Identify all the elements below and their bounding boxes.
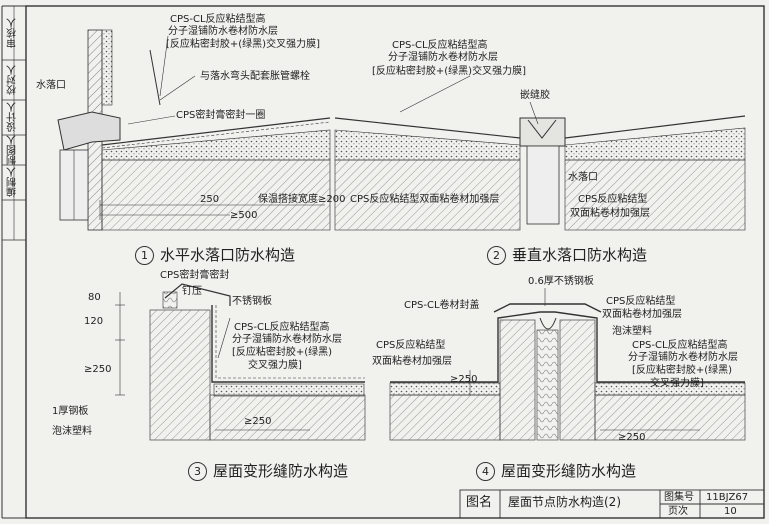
detail-2-title: 垂直水落口防水构造 — [512, 246, 648, 264]
d3-seal-label: CPS密封膏密封 — [160, 270, 230, 281]
d1-dim-500: ≥500 — [230, 210, 258, 221]
detail-1-title: 水平水落口防水构造 — [160, 246, 296, 264]
d1-lap-label: 保温搭接宽度≥200 — [258, 194, 346, 205]
page-label: 页次 — [668, 506, 688, 517]
title-block — [459, 489, 765, 519]
detail-3-drawing — [115, 283, 366, 441]
d4-dim-250h: ≥250 — [618, 432, 646, 443]
sidebar-item-4: 编制人 — [7, 167, 19, 198]
figname-value: 屋面节点防水构造(2) — [508, 495, 621, 509]
detail-1-drawing — [57, 29, 331, 231]
d2-right-2: 双面粘卷材加强层 — [570, 208, 650, 219]
d4-left-2: 双面粘卷材加强层 — [372, 356, 452, 367]
d2-label-1: CPS-CL反应粘结型高 — [392, 40, 488, 51]
detail-4-drawing — [389, 288, 746, 441]
detail-1-caption: 1 水平水落口防水构造 — [135, 246, 295, 265]
d3-label-3: [反应粘密封胶+(绿黑) — [232, 347, 333, 358]
d2-label-2: 分子湿铺防水卷材防水层 — [388, 52, 498, 63]
d4-cover-label: CPS-CL卷材封盖 — [404, 300, 480, 311]
detail-3-title: 屋面变形缝防水构造 — [213, 462, 349, 480]
detail-4-title: 屋面变形缝防水构造 — [501, 462, 637, 480]
detail-1-number: 1 — [135, 246, 154, 265]
d4-steel-label: 0.6厚不锈钢板 — [528, 276, 594, 287]
atlas-value: 11BJZ67 — [706, 492, 749, 503]
detail-2-caption: 2 垂直水落口防水构造 — [487, 246, 647, 265]
d1-drain-label: 水落口 — [36, 80, 66, 91]
detail-3-number: 3 — [188, 462, 207, 481]
d3-nail-label: 钉压 — [182, 286, 202, 297]
detail-4-caption: 4 屋面变形缝防水构造 — [476, 462, 636, 481]
sheet-border — [25, 5, 765, 519]
d3-foam-label: 泡沫塑料 — [52, 426, 92, 437]
d4-right-2: 双面粘卷材加强层 — [602, 309, 682, 320]
d1-label-2: 分子湿铺防水卷材防水层 — [168, 26, 278, 37]
d4-mem-2: 分子湿铺防水卷材防水层 — [628, 352, 738, 363]
atlas-label: 图集号 — [664, 492, 694, 503]
sidebar-item-2: 设计人 — [7, 102, 19, 133]
figname-label: 图名 — [466, 495, 493, 510]
d3-dim-80: 80 — [88, 292, 101, 303]
detail-3-caption: 3 屋面变形缝防水构造 — [188, 462, 348, 481]
d4-dim-250v: ≥250 — [450, 374, 478, 385]
d3-dim-250v: ≥250 — [84, 364, 112, 375]
d2-right-1: CPS反应粘结型 — [578, 194, 648, 205]
d3-label-4: 交叉强力膜] — [248, 360, 302, 371]
d4-right-1: CPS反应粘结型 — [606, 296, 676, 307]
d4-mem-1: CPS-CL反应粘结型高 — [632, 340, 728, 351]
d3-dim-250h: ≥250 — [244, 416, 272, 427]
d4-mem-4: 交叉强力膜] — [650, 378, 704, 389]
d1-label-4: 与落水弯头配套胀管螺栓 — [200, 71, 310, 82]
detail-2-drawing — [334, 75, 746, 231]
d1-label-1: CPS-CL反应粘结型高 — [170, 14, 266, 25]
d3-label-1: CPS-CL反应粘结型高 — [234, 322, 330, 333]
d4-mem-3: [反应粘密封胶+(绿黑) — [632, 365, 733, 376]
sidebar-item-0: 审核人 — [7, 18, 19, 48]
sidebar-item-1: 校对人 — [7, 65, 19, 95]
d2-joint-label: 嵌缝胶 — [520, 90, 550, 101]
d2-layer-label: CPS反应粘结型双面粘卷材加强层 — [350, 194, 500, 205]
sidebar-item-3: 制图人 — [7, 135, 19, 165]
page-value: 10 — [724, 506, 737, 517]
d2-label-3: [反应粘密封胶+(绿黑)交叉强力膜] — [372, 66, 526, 77]
d3-label-2: 分子湿铺防水卷材防水层 — [232, 334, 342, 345]
d3-dim-120: 120 — [84, 316, 104, 327]
d3-plate-label: 1厚钢板 — [52, 406, 89, 417]
d4-foam-label: 泡沫塑料 — [612, 326, 652, 337]
d1-seal-label: CPS密封膏密封一圈 — [176, 110, 266, 121]
detail-4-number: 4 — [476, 462, 495, 481]
d3-steel-label: 不锈钢板 — [232, 296, 272, 307]
d1-dim-250: 250 — [200, 194, 220, 205]
d4-left-1: CPS反应粘结型 — [376, 340, 446, 351]
d2-drain-label: 水落口 — [568, 172, 598, 183]
detail-2-number: 2 — [487, 246, 506, 265]
d1-label-3: [反应粘密封胶+(绿黑)交叉强力膜] — [166, 39, 320, 50]
